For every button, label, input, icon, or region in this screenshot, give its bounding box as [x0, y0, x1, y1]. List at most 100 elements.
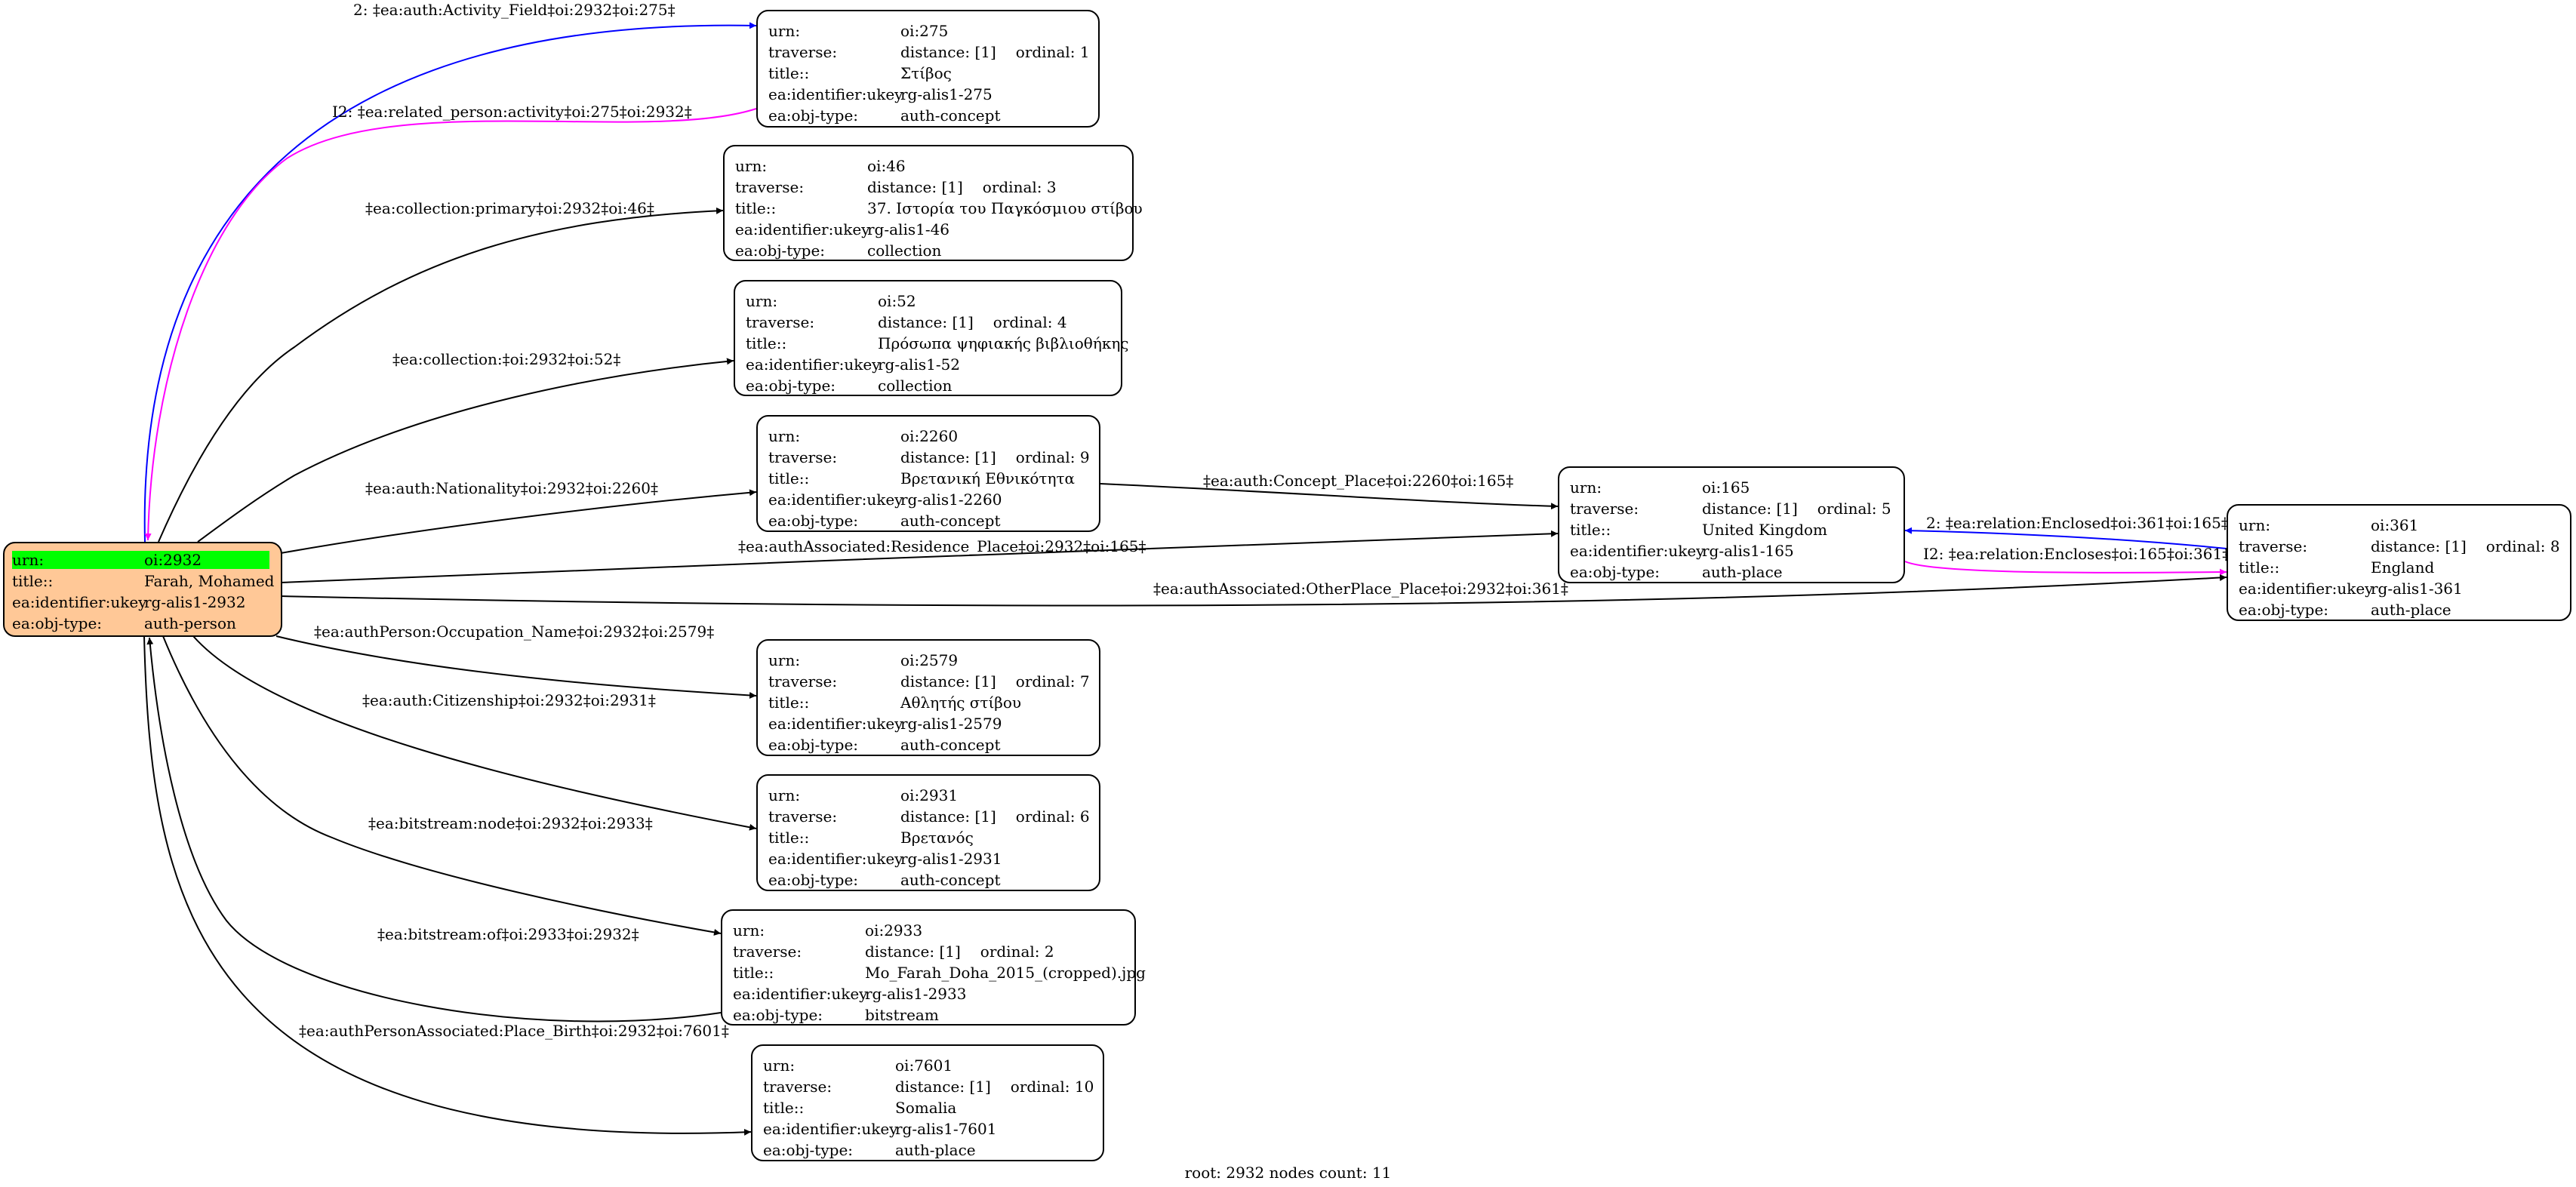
- edge-related-person-activity: [144, 108, 757, 541]
- title-value: Βρετανική Εθνικότητα: [900, 469, 1076, 487]
- edge-relation-encloses: [1904, 561, 2227, 576]
- title-value: Somalia: [895, 1099, 957, 1117]
- edge-collection-primary: [158, 207, 724, 543]
- graph-node[interactable]: urn:oi:165 traverse:distance: [1]ordinal…: [1558, 466, 1905, 583]
- distance-value: distance: [1]: [2371, 537, 2467, 555]
- graph-node[interactable]: urn:oi:2931 traverse:distance: [1]ordina…: [756, 774, 1100, 891]
- urn-value: oi:52: [878, 292, 916, 310]
- traverse-label: traverse:: [768, 43, 838, 61]
- type-label: ea:obj-type:: [2239, 601, 2329, 619]
- edge-label: 2: ‡ea:auth:Activity_Field‡oi:2932‡oi:27…: [353, 1, 676, 19]
- urn-value: oi:7601: [895, 1056, 953, 1075]
- urn-label: urn:: [746, 292, 778, 310]
- ukey-label: ea:identifier:ukey: [768, 85, 903, 103]
- type-label: ea:obj-type:: [763, 1141, 854, 1159]
- type-value: auth-concept: [900, 736, 1001, 754]
- type-label: ea:obj-type:: [768, 871, 859, 889]
- title-label: title::: [1570, 521, 1611, 539]
- edge-label: 2: ‡ea:relation:Enclosed‡oi:361‡oi:165‡: [1926, 514, 2229, 532]
- distance-value: distance: [1]: [900, 807, 996, 826]
- urn-label: urn:: [768, 651, 801, 669]
- type-label: ea:obj-type:: [746, 377, 836, 395]
- edge-nationality: [280, 489, 757, 554]
- ukey-value: rg-alis1-2931: [900, 850, 1002, 868]
- ukey-value: rg-alis1-2260: [900, 490, 1002, 509]
- traverse-label: traverse:: [768, 448, 838, 466]
- graph-node[interactable]: urn:oi:46 traverse:distance: [1]ordinal:…: [723, 145, 1143, 261]
- edge-label: ‡ea:authPerson:Occupation_Name‡oi:2932‡o…: [314, 623, 715, 641]
- graph-node[interactable]: urn:oi:275 traverse:distance: [1]ordinal…: [756, 10, 1100, 128]
- ukey-value: rg-alis1-2932: [144, 593, 246, 611]
- title-value: Βρετανός: [900, 829, 974, 847]
- ukey-value: rg-alis1-7601: [895, 1120, 997, 1138]
- edge-occupation-name: [275, 635, 757, 699]
- graph-node[interactable]: urn:oi:361 traverse:distance: [1]ordinal…: [2227, 504, 2571, 621]
- ukey-label: ea:identifier:ukey: [733, 985, 868, 1003]
- graph-node[interactable]: urn:oi:7601 traverse:distance: [1]ordina…: [751, 1044, 1104, 1161]
- edge-label: ‡ea:collection:‡oi:2932‡oi:52‡: [392, 350, 621, 368]
- urn-value: oi:361: [2371, 516, 2419, 534]
- ukey-label: ea:identifier:ukey: [763, 1120, 898, 1138]
- type-value: auth-concept: [900, 871, 1001, 889]
- type-value: collection: [867, 241, 942, 260]
- urn-value: oi:2579: [900, 651, 959, 669]
- ukey-label: ea:identifier:ukey: [735, 220, 870, 238]
- type-label: ea:obj-type:: [735, 241, 826, 260]
- title-label: title::: [768, 693, 810, 712]
- type-value: auth-concept: [900, 106, 1001, 125]
- ordinal-value: ordinal: 4: [993, 313, 1067, 331]
- root-node[interactable]: urn:oi:2932 title::Farah, Mohamed ea:ide…: [3, 542, 282, 637]
- ukey-value: rg-alis1-2933: [865, 985, 967, 1003]
- ordinal-value: ordinal: 7: [1015, 672, 1090, 690]
- ukey-label: ea:identifier:ukey: [12, 593, 147, 611]
- type-value: auth-person: [144, 614, 236, 632]
- title-label: title::: [733, 964, 774, 982]
- distance-value: distance: [1]: [878, 313, 974, 331]
- graph-node[interactable]: urn:oi:2933 traverse:distance: [1]ordina…: [721, 909, 1146, 1026]
- distance-value: distance: [1]: [895, 1078, 991, 1096]
- urn-value: oi:2932: [144, 551, 269, 569]
- ukey-value: rg-alis1-52: [878, 355, 961, 374]
- title-label: title::: [735, 199, 777, 217]
- graph-node[interactable]: urn:oi:2579 traverse:distance: [1]ordina…: [756, 639, 1100, 756]
- type-label: ea:obj-type:: [768, 512, 859, 530]
- ukey-label: ea:identifier:ukey: [768, 715, 903, 733]
- title-label: title::: [768, 829, 810, 847]
- title-value: Mo_Farah_Doha_2015_(cropped).jpg: [865, 964, 1146, 982]
- graph-node[interactable]: urn: oi:52 traverse: distance: [1] ordinal:…: [734, 280, 1129, 396]
- traverse-label: traverse:: [763, 1078, 833, 1096]
- traverse-label: traverse:: [733, 943, 802, 961]
- edge-label: ‡ea:auth:Citizenship‡oi:2932‡oi:2931‡: [362, 691, 656, 709]
- type-label: ea:obj-type:: [733, 1006, 823, 1024]
- title-label: title::: [12, 572, 54, 590]
- ukey-label: ea:identifier:ukey: [1570, 542, 1705, 560]
- graph-node[interactable]: urn:oi:2260 traverse:distance: [1]ordina…: [756, 415, 1100, 532]
- traverse-label: traverse:: [735, 178, 805, 196]
- title-value: Farah, Mohamed: [144, 572, 275, 590]
- ukey-value: rg-alis1-165: [1702, 542, 1794, 560]
- distance-value: distance: [1]: [1702, 500, 1798, 518]
- type-label: ea:obj-type:: [1570, 563, 1660, 581]
- edge-residence-place: [280, 530, 1559, 583]
- edge-bitstream-of: [146, 637, 722, 1022]
- type-value: auth-concept: [900, 512, 1001, 530]
- ukey-label: ea:identifier:ukey: [746, 355, 881, 374]
- title-label: title::: [768, 64, 810, 82]
- traverse-label: traverse:: [2239, 537, 2308, 555]
- title-value: Στίβος: [900, 64, 952, 82]
- urn-value: oi:2933: [865, 921, 923, 939]
- ordinal-value: ordinal: 10: [1010, 1078, 1094, 1096]
- edge-label: ‡ea:authAssociated:Residence_Place‡oi:29…: [738, 537, 1146, 555]
- edge-label: ‡ea:auth:Nationality‡oi:2932‡oi:2260‡: [365, 479, 658, 497]
- urn-value: oi:275: [900, 22, 949, 40]
- urn-label: urn:: [768, 427, 801, 445]
- traverse-label: traverse:: [746, 313, 815, 331]
- ordinal-value: ordinal: 9: [1015, 448, 1090, 466]
- title-value: 37. Ιστορία του Παγκόσμιου στίβου: [867, 199, 1143, 217]
- type-label: ea:obj-type:: [768, 106, 859, 125]
- ukey-label: ea:identifier:ukey: [768, 850, 903, 868]
- traverse-label: traverse:: [1570, 500, 1639, 518]
- type-value: collection: [878, 377, 953, 395]
- ukey-value: rg-alis1-46: [867, 220, 950, 238]
